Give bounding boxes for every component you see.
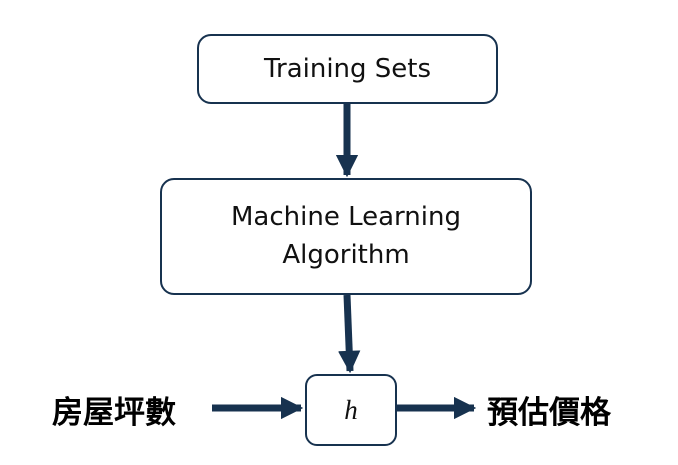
input-label: 房屋坪數: [52, 395, 176, 431]
arrow-algorithm-to-h: [338, 294, 361, 374]
ml-algorithm-box: Machine Learning Algorithm: [160, 178, 532, 295]
training-sets-box: Training Sets: [197, 34, 498, 104]
ml-algorithm-label-line2: Algorithm: [282, 239, 410, 270]
ml-algorithm-label-line1: Machine Learning: [231, 201, 461, 232]
training-sets-label: Training Sets: [263, 54, 432, 84]
hypothesis-box: h: [305, 374, 397, 446]
output-label: 預估價格: [487, 395, 611, 431]
hypothesis-label: h: [344, 394, 358, 425]
